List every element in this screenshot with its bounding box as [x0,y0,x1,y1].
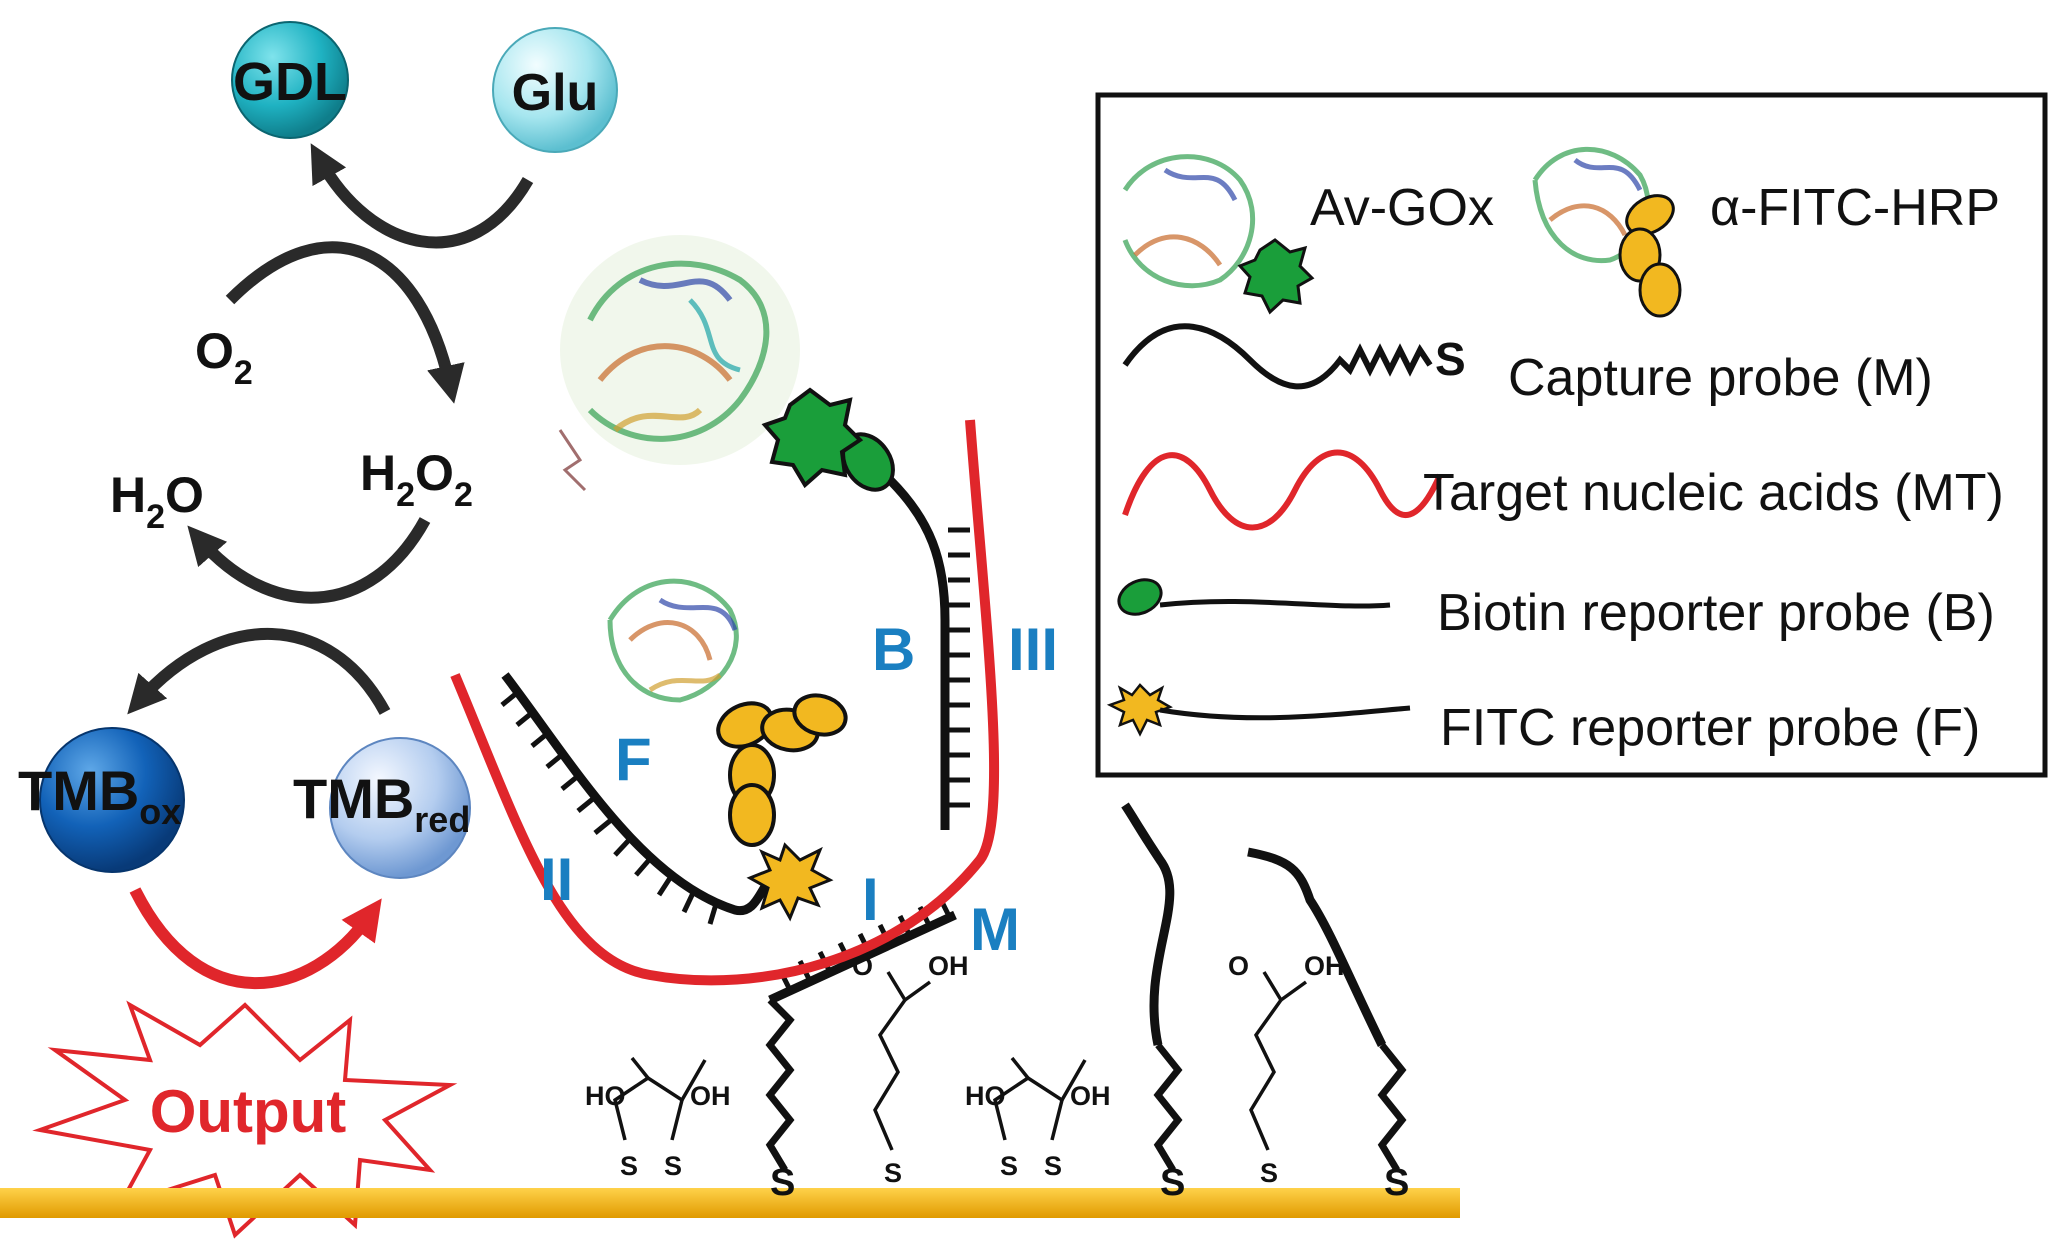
dtt-ring-2: HO OH S S [965,1056,1111,1181]
tmbred-to-tmbox-arrow [127,627,391,715]
biotin-reporter-probe [841,432,970,830]
s-acid-label-1: S [884,1158,902,1188]
legend-av-gox-icon [1122,154,1315,315]
o2-label: O2 [195,323,253,392]
s-label-1b: S [664,1151,682,1181]
target-strand [450,419,1000,986]
ho-label-2: HO [965,1081,1006,1111]
enzyme-cascade: GDL Glu O2 H2O2 H2O TMBox TMBred [18,21,618,1239]
fitc-reporter-probe [500,672,834,925]
label-b: B [872,616,915,683]
legend-capture: Capture probe (M) [1508,349,1933,407]
legend-biotin-icon [1117,578,1163,616]
label-ii: II [540,846,573,913]
legend-capture-s: S [1435,333,1466,385]
legend-target: Target nucleic acids (MT) [1423,464,2004,522]
surface-molecules: HO OH S S HO OH S S O OH S O OH S [585,951,1345,1188]
s-acid-label-2: S [1260,1158,1278,1188]
legend-biotin: Biotin reporter probe (B) [1437,584,1995,642]
o-label-2: O [1228,951,1249,981]
legend-capture-icon [1122,323,1433,390]
strand-labels: B III F II I M [540,616,1058,963]
s-label-1a: S [620,1151,638,1181]
legend-anti-fitc-hrp: α-FITC-HRP [1710,179,2000,237]
gdl-sphere: GDL [231,21,349,139]
h2o2-to-h2o-arrow [187,517,431,604]
tmb-red-sphere: TMBred [293,737,471,879]
legend-fitc-icon [1106,683,1173,737]
label-i: I [862,866,879,933]
red-oxidation-arrow [129,887,382,990]
label-m: M [970,896,1020,963]
capture-s-label-1: S [770,1162,795,1204]
s-label-2a: S [1000,1151,1018,1181]
avidin-cross [761,387,864,489]
fitc-burst [746,842,834,922]
label-f: F [615,726,652,793]
legend-box: Av-GOx α-FITC-HRP S Capture probe (M) Ta… [1095,92,2048,778]
legend-target-icon [1122,449,1443,531]
legend-anti-fitc-hrp-icon [1532,146,1682,318]
ho-label-1: HO [585,1081,626,1111]
oh-acid-label-1: OH [928,951,969,981]
glu-label: Glu [512,64,599,122]
legend-av-gox: Av-GOx [1310,179,1494,237]
capture-s-label-3: S [1384,1162,1409,1204]
oh-label-2: OH [1070,1081,1111,1111]
s-label-2b: S [1044,1151,1062,1181]
output-burst: Output [32,1000,458,1239]
dtt-ring-1: HO OH S S [585,1056,731,1181]
av-gox-protein [558,235,864,492]
capture-probe-free-1: S [1121,802,1185,1204]
legend-fitc: FITC reporter probe (F) [1440,699,1980,757]
mpa-1: O OH S [852,951,969,1188]
capture-s-label-2: S [1160,1162,1185,1204]
o2-to-h2o2-arrow [225,241,465,404]
h2o2-label: H2O2 [360,445,473,514]
tmb-ox-label: TMBox [18,759,181,832]
gdl-label: GDL [233,52,347,112]
glu-to-gdl-arrow [310,143,534,249]
output-label: Output [150,1078,347,1145]
tmb-ox-sphere: TMBox [18,727,185,873]
gold-electrode [0,1188,1460,1218]
anti-fitc-hrp [607,578,848,847]
label-iii: III [1008,616,1058,683]
capture-probe-free-2: S [1247,847,1409,1204]
mpa-2: O OH S [1228,951,1345,1188]
glu-sphere: Glu [492,27,618,153]
h2o-label: H2O [110,467,204,536]
tmb-red-label: TMBred [293,767,470,840]
oh-label-1: OH [690,1081,731,1111]
